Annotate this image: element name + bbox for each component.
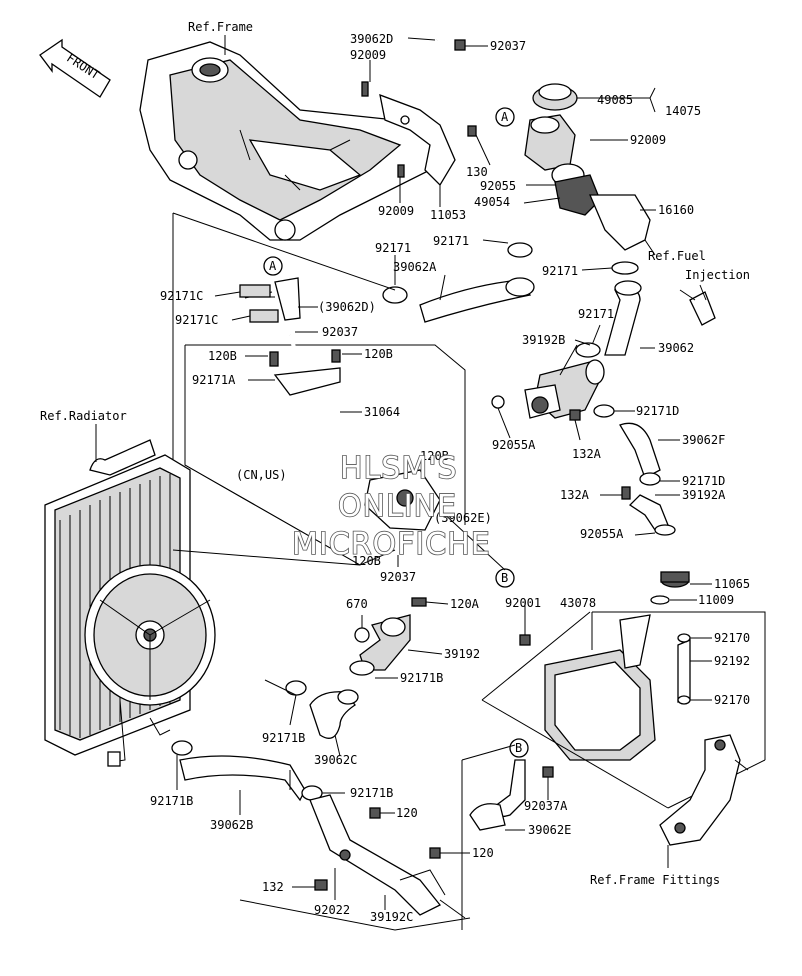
part-130: 130	[466, 165, 488, 179]
part-132A-b: 132A	[560, 488, 590, 502]
part-92171D-a: 92171D	[636, 404, 679, 418]
part-670: 670	[346, 597, 368, 611]
callout-b-mid: B	[495, 568, 515, 588]
part-120B-left: 120B	[208, 349, 237, 363]
radiator-cap-part	[532, 83, 578, 111]
part-92171C-a: 92171C	[160, 289, 203, 303]
reserve-tank-part	[519, 614, 656, 761]
part-11053: 11053	[430, 208, 466, 222]
watermark-line-3: MICROFICHE	[292, 527, 491, 562]
ref-radiator-label: Ref.Radiator	[40, 409, 127, 423]
part-92171B-b: 92171B	[262, 731, 305, 745]
part-132: 132	[262, 880, 284, 894]
bracket-part	[361, 81, 477, 187]
part-43078: 43078	[560, 596, 596, 610]
part-39062C: 39062C	[314, 753, 357, 767]
water-pipe-39192c	[309, 794, 446, 916]
part-11009: 11009	[698, 593, 734, 607]
part-120-a: 120	[396, 806, 418, 820]
watermark-line-2: ONLINE	[338, 489, 457, 524]
part-92037-top: 92037	[490, 39, 526, 53]
part-92171C-b: 92171C	[175, 313, 218, 327]
part-39192B: 39192B	[522, 333, 565, 347]
part-92037A: 92037A	[524, 799, 568, 813]
part-92171D-b: 92171D	[682, 474, 725, 488]
part-39062A: 39062A	[393, 260, 437, 274]
part-16160: 16160	[658, 203, 694, 217]
ref-frame-fittings-label: Ref.Frame Fittings	[590, 873, 720, 887]
part-92055A-b: 92055A	[580, 527, 624, 541]
thermostat-housing-part	[524, 114, 651, 251]
temp-sensor-part	[679, 289, 716, 326]
watermark: HLSM'S ONLINE MICROFICHE	[291, 450, 491, 563]
part-49085: 49085	[597, 93, 633, 107]
part-92009-a: 92009	[350, 48, 386, 62]
part-120A: 120A	[450, 597, 480, 611]
svg-text:A: A	[501, 110, 509, 124]
water-pipe-39192	[349, 614, 411, 676]
part-92022: 92022	[314, 903, 350, 917]
front-arrow-icon: FRONT	[39, 38, 111, 98]
part-39062B: 39062B	[210, 818, 253, 832]
part-92001: 92001	[505, 596, 541, 610]
ref-frame-label: Ref.Frame	[188, 20, 253, 34]
part-92192: 92192	[714, 654, 750, 668]
svg-text:A: A	[269, 259, 277, 273]
part-14075: 14075	[665, 104, 701, 118]
part-39062D-paren: (39062D)	[318, 300, 376, 314]
callout-a-mid: A	[263, 256, 283, 276]
part-120-b: 120	[472, 846, 494, 860]
ref-injection-label: Injection	[685, 268, 750, 282]
cap-11065	[650, 571, 690, 605]
radiator-part	[44, 439, 216, 767]
part-92170-b: 92170	[714, 693, 750, 707]
part-92171B-c: 92171B	[350, 786, 393, 800]
water-pipe-39192b	[524, 359, 605, 419]
part-92171-c: 92171	[542, 264, 578, 278]
part-92171-b: 92171	[375, 241, 411, 255]
watermark-line-1: HLSM'S	[340, 451, 458, 486]
part-39062E-paren: (39062E)	[434, 511, 492, 525]
part-120B-right: 120B	[364, 347, 393, 361]
thermostat-cover-part	[364, 469, 441, 531]
part-92171B-d: 92171B	[150, 794, 193, 808]
svg-text:B: B	[501, 571, 508, 585]
part-92055A-a: 92055A	[492, 438, 536, 452]
svg-text:B: B	[515, 741, 522, 755]
part-49054: 49054	[474, 195, 510, 209]
part-92171A: 92171A	[192, 373, 236, 387]
part-31064: 31064	[364, 405, 400, 419]
region-note: (CN,US)	[236, 468, 287, 482]
part-39192A: 39192A	[682, 488, 726, 502]
frame-fitting-part	[659, 734, 749, 846]
part-39062F: 39062F	[682, 433, 725, 447]
part-120B-small: 120B	[420, 449, 449, 463]
part-92037-mid: 92037	[322, 325, 358, 339]
part-39062: 39062	[658, 341, 694, 355]
part-92171-a: 92171	[433, 234, 469, 248]
part-39062D: 39062D	[350, 32, 393, 46]
part-92171-d: 92171	[578, 307, 614, 321]
frame-part	[139, 41, 431, 241]
part-92009-b: 92009	[630, 133, 666, 147]
part-92055: 92055	[480, 179, 516, 193]
part-120B-bottom: 120B	[352, 554, 381, 568]
part-92037-low: 92037	[380, 570, 416, 584]
part-11065: 11065	[714, 577, 750, 591]
part-39192: 39192	[444, 647, 480, 661]
part-132A-a: 132A	[572, 447, 602, 461]
part-92171B-a: 92171B	[400, 671, 443, 685]
part-39062E: 39062E	[528, 823, 571, 837]
ref-fuel-label: Ref.Fuel	[648, 249, 706, 263]
callout-b-low: B	[509, 738, 529, 758]
part-39192C: 39192C	[370, 910, 413, 924]
part-92170-a: 92170	[714, 631, 750, 645]
callout-a-top: A	[495, 107, 515, 127]
part-92009-c: 92009	[378, 204, 414, 218]
